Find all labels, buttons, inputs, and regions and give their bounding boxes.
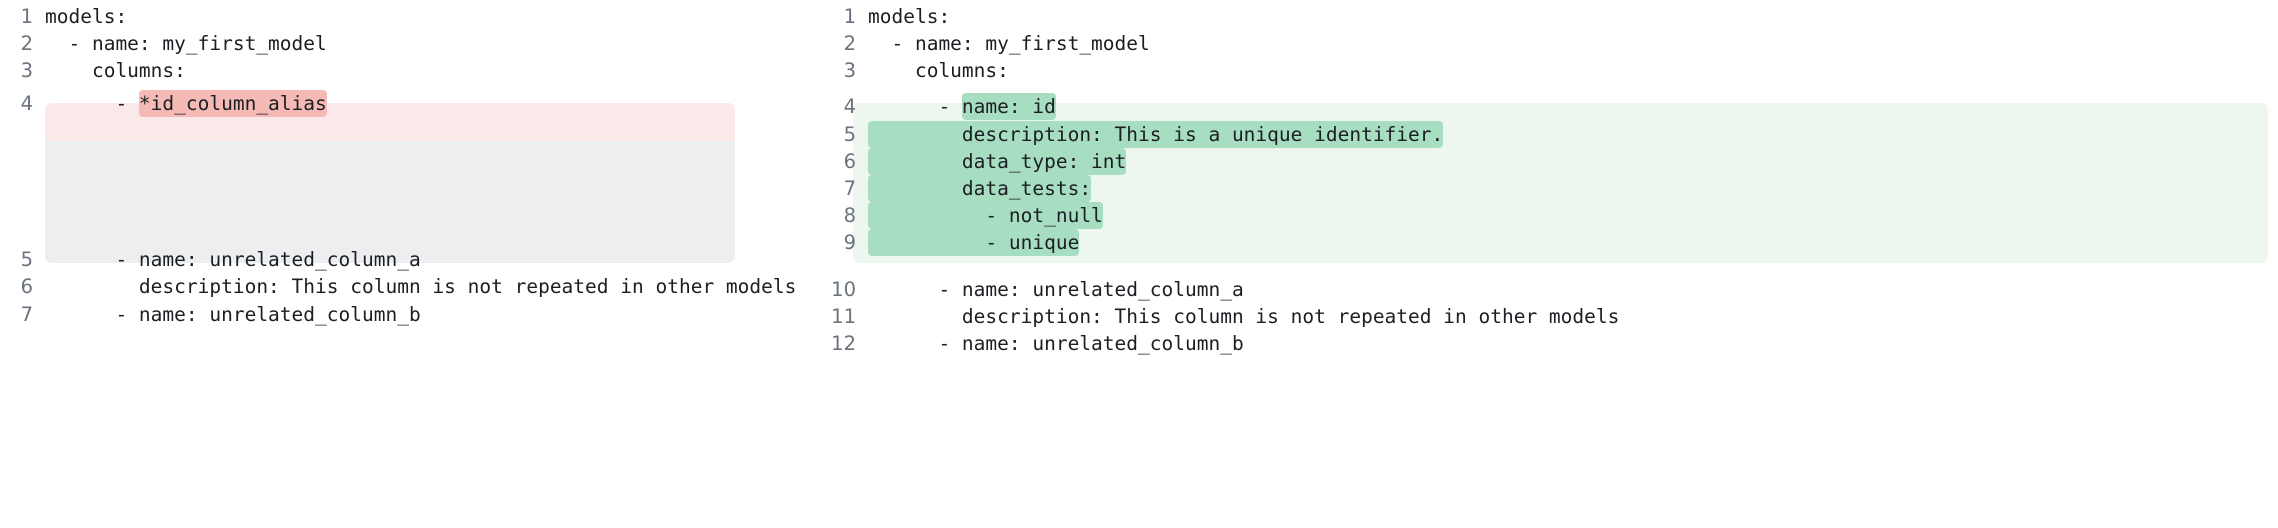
line-content: data_type: int <box>868 147 1127 175</box>
line-number: 2 <box>843 32 856 56</box>
code-segment: models: <box>868 5 951 28</box>
line-number: 1 <box>20 5 33 28</box>
line-content: - name: unrelated_column_b <box>45 301 421 328</box>
code-line-added[interactable]: 7 data_tests: <box>800 174 2278 202</box>
line-content: - unique <box>868 229 1080 257</box>
code-line[interactable]: 3 columns: <box>0 57 800 84</box>
code-segment: - name: unrelated_column_b <box>868 331 1244 355</box>
code-line[interactable]: 3 columns: <box>800 57 2278 84</box>
diff-spacer <box>0 150 800 177</box>
diff-spacer <box>0 228 800 246</box>
line-content: - name: my_first_model <box>868 30 1150 57</box>
code-line[interactable]: 6 description: This column is not repeat… <box>0 273 800 300</box>
line-number: 5 <box>843 122 856 146</box>
line-content: - name: id <box>868 92 1056 120</box>
line-number: 6 <box>20 275 33 299</box>
code-segment-added: - unique <box>868 229 1080 257</box>
code-line[interactable]: 1 models: <box>800 3 2278 30</box>
code-line[interactable]: 1 models: <box>0 3 800 30</box>
code-line[interactable]: 11 description: This column is not repea… <box>800 303 2278 330</box>
line-number: 4 <box>843 94 856 118</box>
code-segment: - name: unrelated_column_b <box>45 302 421 326</box>
code-lines-before: 1 models: 2 - name: my_first_model 3 col… <box>0 0 800 328</box>
code-segment: - name: unrelated_column_a <box>868 277 1244 301</box>
code-line[interactable]: 5 - name: unrelated_column_a <box>0 246 800 273</box>
code-line[interactable]: 10 - name: unrelated_column_a <box>800 276 2278 303</box>
code-line-removed[interactable]: 4 - *id_column_alias <box>0 85 800 123</box>
code-segment: - name: my_first_model <box>45 32 327 56</box>
code-segment: description: This column is not repeated… <box>868 304 1620 328</box>
code-segment: - name: my_first_model <box>868 32 1150 56</box>
code-line-added[interactable]: 5 description: This is a unique identifi… <box>800 120 2278 148</box>
line-content: - name: unrelated_column_a <box>868 276 1244 303</box>
code-segment-added: description: This is a unique identifier… <box>868 120 1444 148</box>
code-segment: models: <box>45 5 128 28</box>
line-content: models: <box>45 3 127 30</box>
code-segment-added: data_type: int <box>868 147 1127 175</box>
code-segment: description: This column is not repeated… <box>45 275 797 299</box>
diff-spacer <box>0 204 800 228</box>
line-number: 9 <box>843 231 856 255</box>
line-number: 11 <box>831 304 856 328</box>
line-content: description: This column is not repeated… <box>45 273 796 300</box>
line-content: - name: unrelated_column_b <box>868 330 1244 357</box>
line-content: - name: unrelated_column_a <box>45 246 421 273</box>
line-content: columns: <box>868 57 1009 84</box>
line-number: 7 <box>20 302 33 326</box>
code-line-added[interactable]: 6 data_type: int <box>800 147 2278 175</box>
code-segment: - <box>868 94 962 118</box>
line-content: columns: <box>45 57 186 84</box>
code-segment: - name: unrelated_column_a <box>45 248 421 272</box>
line-content: data_tests: <box>868 174 1092 202</box>
line-number: 12 <box>831 331 856 355</box>
line-content: models: <box>868 3 950 30</box>
code-line[interactable]: 2 - name: my_first_model <box>800 30 2278 57</box>
line-number: 4 <box>20 91 33 115</box>
code-panel-after: 1 models: 2 - name: my_first_model 3 col… <box>800 0 2278 528</box>
code-line[interactable]: 7 - name: unrelated_column_b <box>0 301 800 328</box>
line-number: 3 <box>20 59 33 83</box>
code-segment: columns: <box>868 59 1009 83</box>
code-line-added[interactable]: 4 - name: id <box>800 92 2278 121</box>
line-number: 6 <box>843 149 856 173</box>
line-number: 7 <box>843 176 856 200</box>
code-segment: - <box>45 91 139 115</box>
code-segment-removed: *id_column_alias <box>138 89 327 117</box>
code-panel-before: 1 models: 2 - name: my_first_model 3 col… <box>0 0 800 528</box>
line-content: description: This column is not repeated… <box>868 303 1619 330</box>
code-segment-added: - not_null <box>868 202 1103 230</box>
line-number: 1 <box>843 5 856 28</box>
diff-spacer <box>0 177 800 204</box>
line-content: - not_null <box>868 202 1103 230</box>
code-segment-added: data_tests: <box>868 174 1092 202</box>
line-content: - *id_column_alias <box>45 85 327 123</box>
code-segment: columns: <box>45 59 186 83</box>
code-line-added[interactable]: 9 - unique <box>800 229 2278 257</box>
line-content: - name: my_first_model <box>45 30 327 57</box>
line-number: 3 <box>843 59 856 83</box>
code-lines-after: 1 models: 2 - name: my_first_model 3 col… <box>800 0 2278 357</box>
code-line-added[interactable]: 8 - not_null <box>800 202 2278 230</box>
line-number: 5 <box>20 248 33 272</box>
line-number: 10 <box>831 277 856 301</box>
line-number: 8 <box>843 204 856 228</box>
code-line[interactable]: 2 - name: my_first_model <box>0 30 800 57</box>
diff-spacer <box>0 123 800 150</box>
code-line[interactable]: 12 - name: unrelated_column_b <box>800 330 2278 357</box>
line-number: 2 <box>20 32 33 56</box>
line-content: description: This is a unique identifier… <box>868 120 1444 148</box>
diff-spacer <box>800 257 2278 276</box>
code-segment-added: name: id <box>961 92 1056 120</box>
